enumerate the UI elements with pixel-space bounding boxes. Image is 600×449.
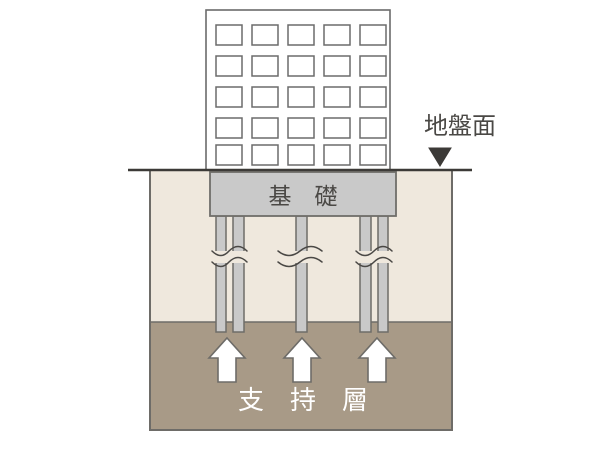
ground-level-triangle-icon [428,147,452,167]
foundation-block [209,171,397,217]
building-window [215,55,243,77]
pile-shaft [295,215,308,333]
building-window [215,24,243,46]
building-window [251,86,279,108]
building-window [323,117,351,139]
break-gap-fill [279,251,324,263]
building-window [251,24,279,46]
building-window [251,144,279,166]
building-window [323,55,351,77]
upward-arrow-icon [207,336,247,383]
building-window [287,86,315,108]
break-gap-fill [357,251,392,263]
building-window [251,55,279,77]
break-squiggle-upper [277,245,323,257]
building-window [359,86,387,108]
pile-shaft [215,215,227,333]
building-window [287,144,315,166]
building-window [251,117,279,139]
building-window [287,117,315,139]
pile-break-marks-group [211,245,393,268]
upward-arrow-icon [357,336,397,383]
building-group [205,9,391,171]
foundation-label: 基 礎 [269,184,338,210]
building-window [287,55,315,77]
building-window [359,55,387,77]
break-squiggle-lower [211,256,248,268]
ground-surface-label: 地盤面 [424,112,496,140]
pile-shaft [359,215,372,333]
ground-surface-group: 地盤面 [128,112,496,172]
building-window [215,86,243,108]
foundation-block-group: 基 礎 [209,171,397,217]
building-window [323,24,351,46]
break-squiggle-upper [211,245,248,257]
building-window [359,144,387,166]
bearing-layer-arrows-group [207,336,397,383]
break-squiggle-lower [277,256,323,268]
building-window [359,24,387,46]
break-squiggle-lower [355,256,393,268]
building-window [215,144,243,166]
building-window [359,117,387,139]
building-window-grid [215,24,387,166]
pile-shaft [377,215,389,333]
break-squiggle-upper [355,245,393,257]
pile-shaft [232,215,245,333]
building-window [323,86,351,108]
building-window [287,24,315,46]
building-window [323,144,351,166]
upward-arrow-icon [282,336,322,383]
piles-group [215,215,389,333]
break-gap-fill [213,251,247,263]
building-window [215,117,243,139]
bearing-layer-label: 支 持 層 [238,386,368,416]
